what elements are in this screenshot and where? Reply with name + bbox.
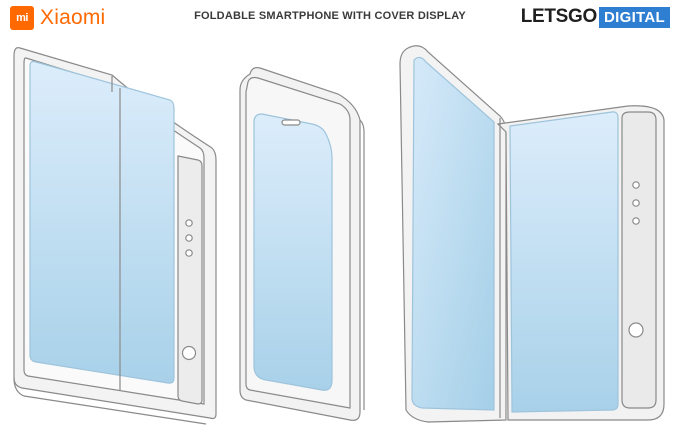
brand-logo: mi Xiaomi: [10, 6, 105, 30]
site-logo-part2: DIGITAL: [599, 6, 670, 28]
device-half-open: [399, 45, 665, 423]
header-bar: mi Xiaomi FOLDABLE SMARTPHONE WITH COVER…: [0, 0, 680, 34]
headline: FOLDABLE SMARTPHONE WITH COVER DISPLAY: [194, 10, 466, 22]
site-logo: LETSGO DIGITAL: [521, 6, 670, 28]
xiaomi-logo-icon: mi: [10, 6, 34, 30]
site-logo-part1: LETSGO: [520, 6, 598, 27]
brand-name: Xiaomi: [40, 6, 106, 29]
device-unfolded: [13, 47, 217, 425]
device-folded-cover: [239, 67, 365, 421]
